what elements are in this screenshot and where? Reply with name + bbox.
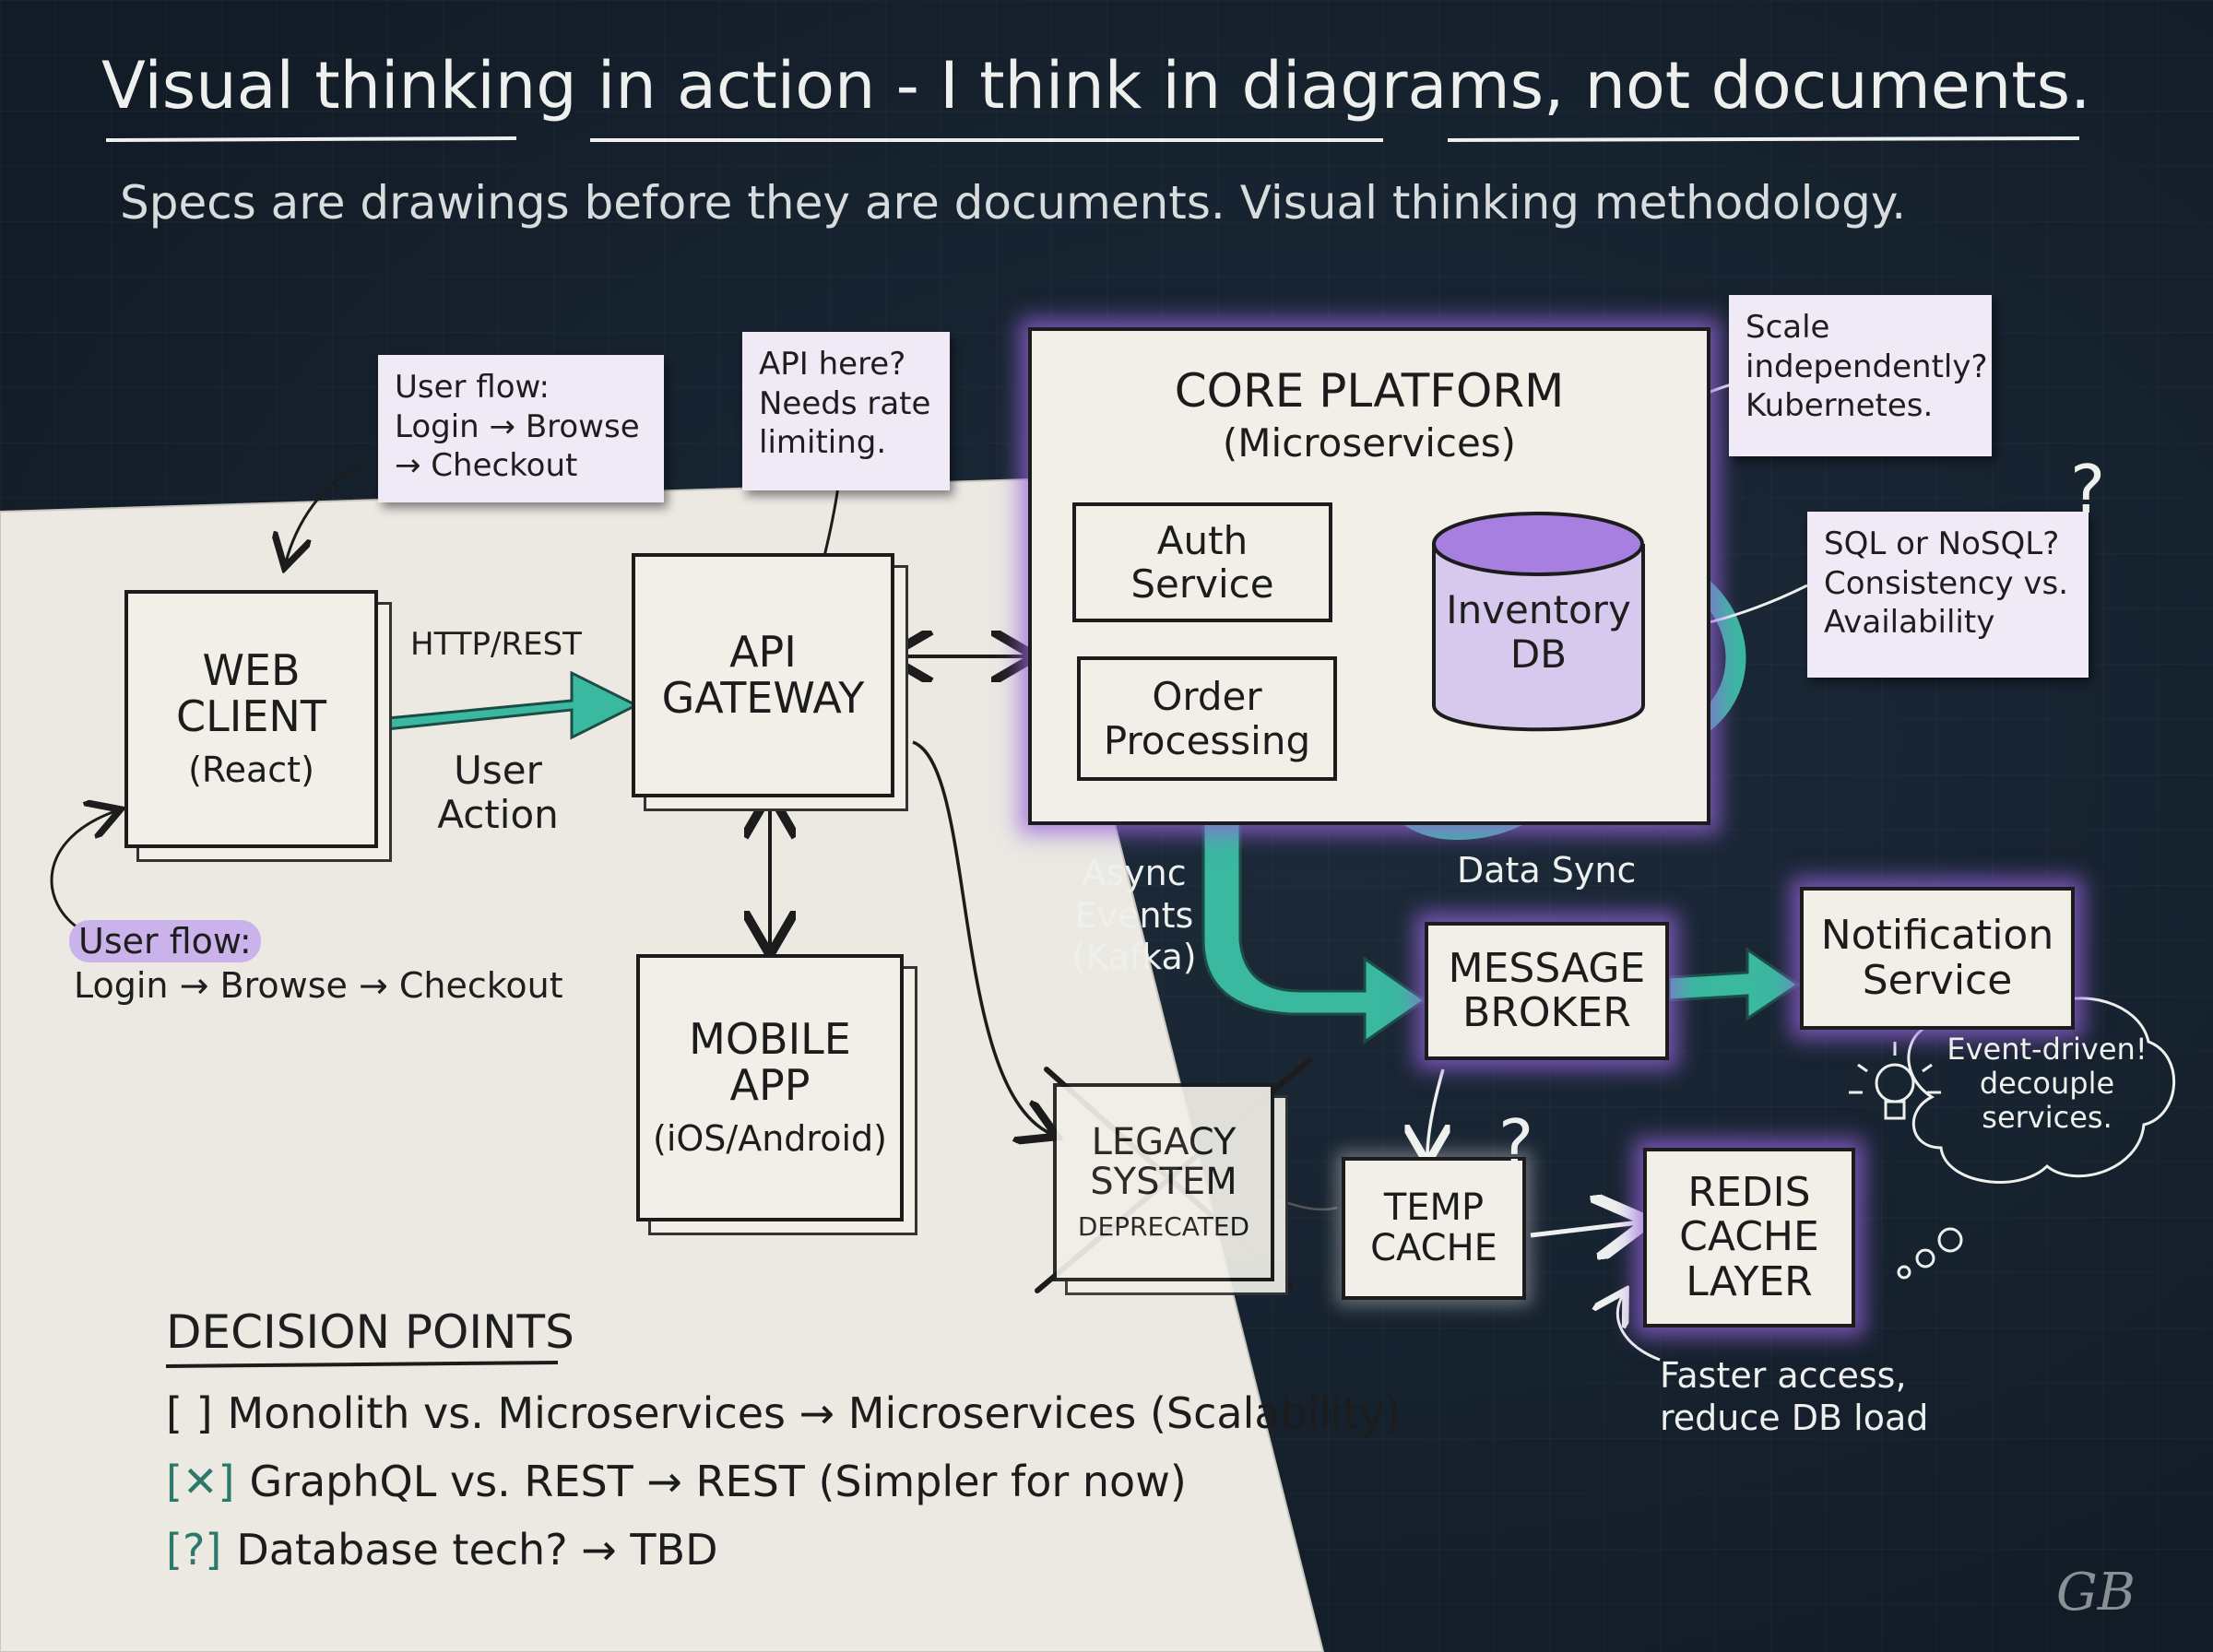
thought-bubble-text: Event-driven! decouple services.: [1947, 1032, 2148, 1135]
notification-service-node[interactable]: Notification Service: [1800, 887, 2075, 1030]
decision-item: [?] Database tech? → TBD: [166, 1528, 1401, 1571]
order-processing-node[interactable]: Order Processing: [1077, 656, 1337, 781]
mobile-app-node[interactable]: MOBILE APP (iOS/Android): [636, 954, 904, 1221]
web-client-node[interactable]: WEB CLIENT (React): [124, 590, 378, 848]
http-rest-label: HTTP/REST: [410, 626, 582, 663]
question-mark-temp: ?: [1498, 1105, 1534, 1183]
core-platform-subtitle: (Microservices): [1222, 420, 1517, 466]
decision-mark: [✕]: [166, 1457, 235, 1506]
temp-cache-label: TEMP CACHE: [1370, 1186, 1497, 1269]
user-flow-sticky: User flow: Login → Browse → Checkout: [378, 355, 664, 502]
page-subtitle: Specs are drawings before they are docum…: [120, 176, 1907, 230]
web-client-sub: (React): [188, 749, 314, 790]
decision-text: Database tech? → TBD: [236, 1525, 718, 1575]
page-title: Visual thinking in action - I think in d…: [101, 48, 2091, 124]
core-platform-title: CORE PLATFORM: [1174, 364, 1565, 418]
signature: GB: [2056, 1563, 2136, 1622]
user-action-arrow: [376, 670, 640, 740]
auth-service-node[interactable]: Auth Service: [1072, 502, 1332, 622]
api-here-sticky: API here? Needs rate limiting.: [742, 332, 950, 490]
redis-cache-label: REDIS CACHE LAYER: [1679, 1168, 1819, 1305]
legacy-system-label: LEGACY SYSTEM: [1090, 1120, 1237, 1203]
mobile-app-label: MOBILE APP: [689, 1014, 851, 1110]
user-flow-tag: User flow:: [69, 920, 261, 962]
decision-text: Monolith vs. Microservices → Microservic…: [227, 1388, 1402, 1438]
temp-cache-node[interactable]: TEMP CACHE: [1342, 1157, 1526, 1300]
decision-item: [✕] GraphQL vs. REST → REST (Simpler for…: [166, 1460, 1401, 1503]
faster-access-note: Faster access, reduce DB load: [1660, 1355, 1929, 1438]
user-flow-path: Login → Browse → Checkout: [74, 965, 563, 1006]
user-action-label: User Action: [437, 748, 559, 838]
decision-mark: [ ]: [166, 1388, 213, 1438]
async-events-label: Async Events (Kafka): [1071, 853, 1197, 978]
redis-cache-node[interactable]: REDIS CACHE LAYER: [1643, 1148, 1855, 1328]
inventory-db-node[interactable]: Inventory DB: [1446, 587, 1631, 678]
scale-sticky: Scale independently? Kubernetes.: [1729, 295, 1992, 456]
mobile-app-sub: (iOS/Android): [653, 1117, 887, 1159]
api-gateway-node[interactable]: API GATEWAY: [632, 553, 894, 797]
decision-mark: [?]: [166, 1525, 222, 1575]
broker-to-notification-arrow: [1667, 947, 1801, 1021]
message-broker-node[interactable]: MESSAGE BROKER: [1425, 922, 1669, 1060]
decision-list: [ ] Monolith vs. Microservices → Microse…: [166, 1392, 1401, 1571]
legacy-system-node[interactable]: LEGACY SYSTEM DEPRECATED: [1053, 1083, 1274, 1281]
question-mark-sql: ?: [2070, 451, 2106, 528]
sql-nosql-sticky: SQL or NoSQL? Consistency vs. Availabili…: [1807, 512, 2089, 678]
web-client-label: WEB CLIENT: [176, 645, 326, 741]
data-sync-label: Data Sync: [1457, 850, 1637, 891]
decision-text: GraphQL vs. REST → REST (Simpler for now…: [249, 1457, 1187, 1506]
decision-item: [ ] Monolith vs. Microservices → Microse…: [166, 1392, 1401, 1434]
decision-points-heading: DECISION POINTS: [166, 1305, 574, 1359]
async-events-arrow: [1201, 777, 1427, 1044]
legacy-system-sub: DEPRECATED: [1077, 1211, 1250, 1243]
notification-service-label: Notification Service: [1820, 912, 2054, 1004]
api-gateway-label: API GATEWAY: [661, 626, 865, 723]
message-broker-label: MESSAGE BROKER: [1448, 944, 1646, 1036]
lightbulb-icon: [1849, 1042, 1941, 1120]
